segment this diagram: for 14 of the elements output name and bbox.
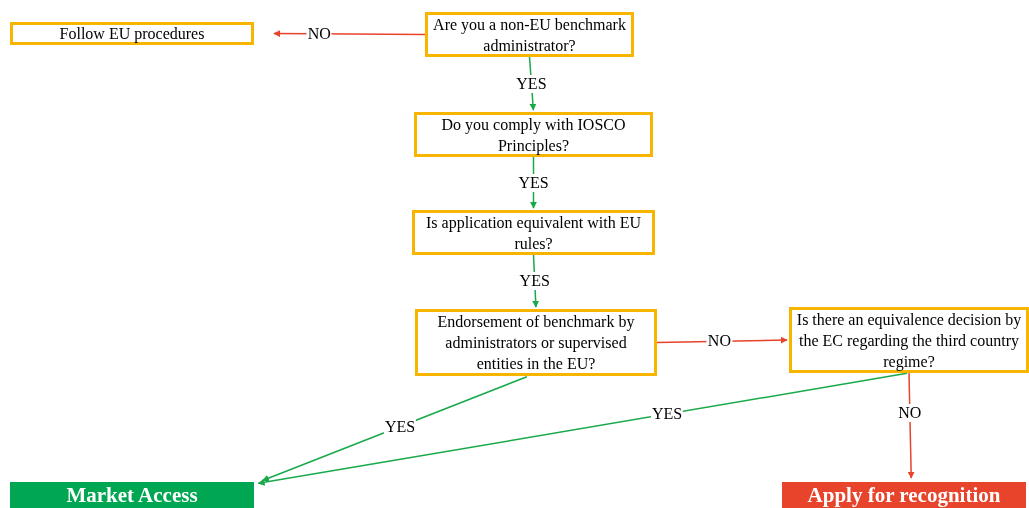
outcome-box: Market Access bbox=[10, 482, 254, 508]
arrow bbox=[257, 372, 908, 486]
edge-label: YES bbox=[517, 173, 550, 192]
question-box: Is there an equivalence decision by the EC regarding the third country regime? bbox=[789, 307, 1029, 373]
edge-label: YES bbox=[383, 417, 417, 436]
edge-label: YES bbox=[518, 272, 551, 290]
question-box: Are you a non-EU benchmark administrator? bbox=[425, 12, 634, 57]
question-box: Follow EU procedures bbox=[10, 22, 254, 45]
question-box: Is application equivalent with EU rules? bbox=[412, 210, 655, 255]
edge-label: YES bbox=[515, 74, 548, 93]
edge-label: NO bbox=[897, 403, 923, 422]
question-box: Endorsement of benchmark by administrators or supervised entities in the EU? bbox=[415, 309, 657, 376]
outcome-box: Apply for recognition bbox=[782, 482, 1026, 508]
question-box: Do you comply with IOSCO Principles? bbox=[414, 112, 653, 157]
